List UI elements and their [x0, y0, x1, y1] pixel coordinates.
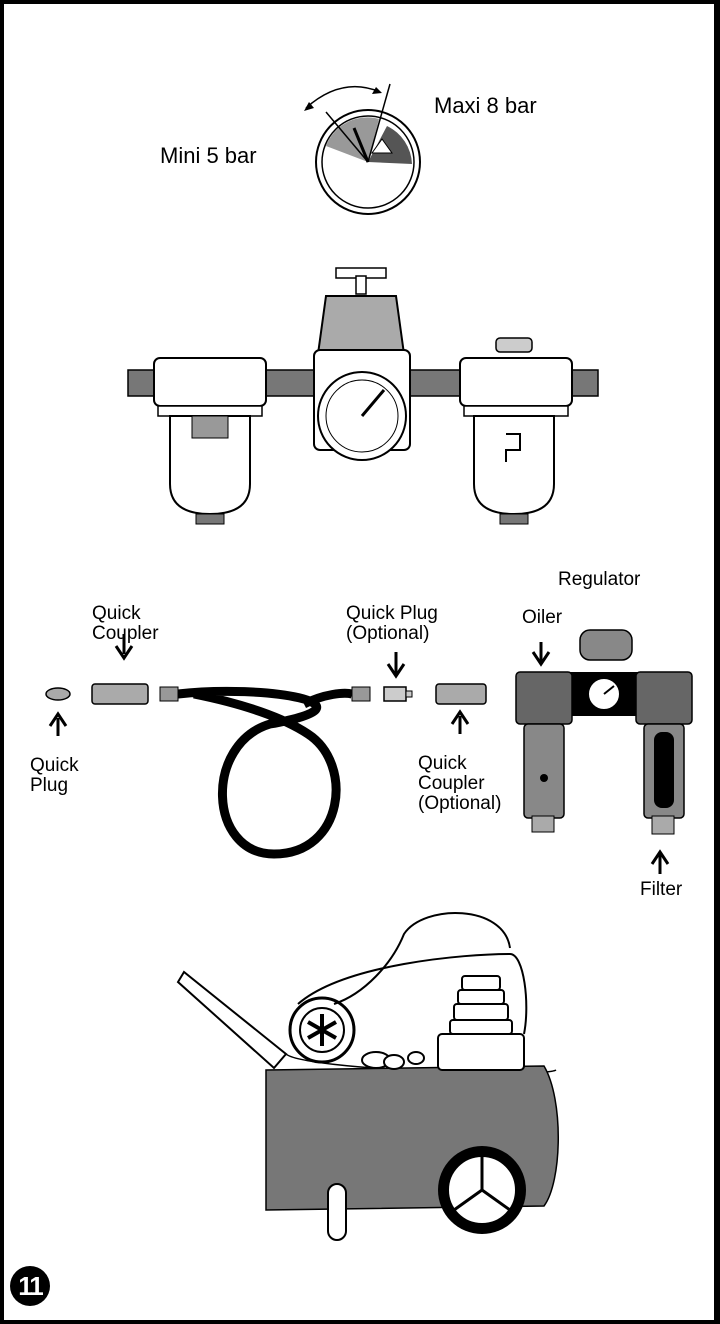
oiler-label: Oiler [522, 607, 563, 628]
filter-label: Filter [640, 879, 683, 900]
pressure-gauge-dial [304, 83, 421, 215]
quick-plug-label: Quick Plug [30, 755, 79, 796]
air-compressor [176, 912, 559, 1241]
illustration [45, 83, 693, 1241]
frl-unit-side [515, 629, 693, 874]
frl-assembly-front [127, 267, 599, 525]
regulator-label: Regulator [558, 569, 641, 590]
quick-coupler-label: Quick Coupler [92, 603, 159, 644]
hose-kit [45, 634, 487, 859]
step-number-badge: 11 [10, 1266, 50, 1306]
quick-plug-optional-label: Quick Plug (Optional) [346, 603, 438, 644]
instruction-page: Mini 5 bar Maxi 8 bar Quick Coupler Quic… [4, 4, 714, 1320]
maxi-pressure-label: Maxi 8 bar [434, 93, 537, 118]
quick-coupler-optional-label: Quick Coupler (Optional) [418, 753, 502, 814]
mini-pressure-label: Mini 5 bar [160, 143, 257, 168]
